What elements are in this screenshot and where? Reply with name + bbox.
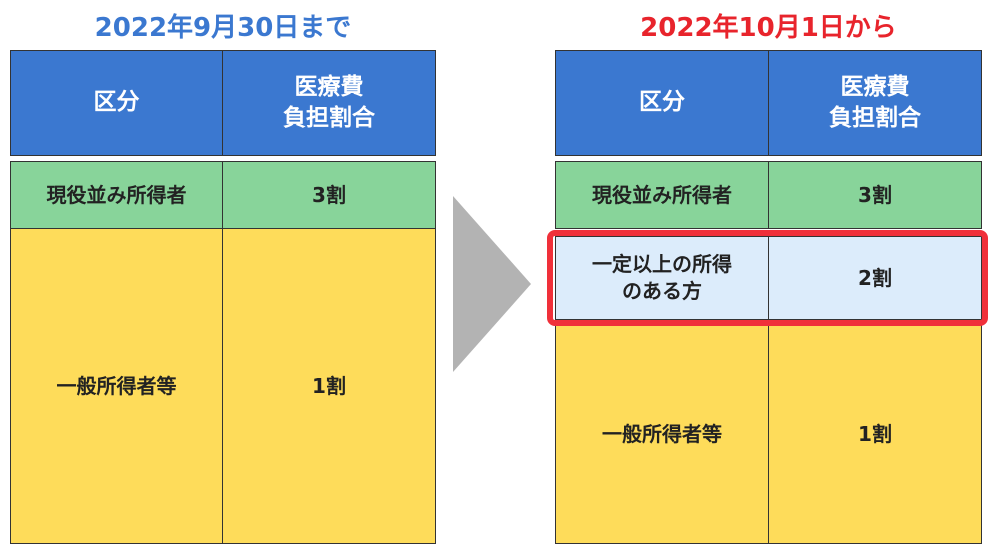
row-label: 現役並み所得者 (592, 182, 732, 207)
table-before: 区分 医療費 負担割合 現役並み所得者 3割 一般所得者等 1割 (10, 50, 436, 544)
row-upper-income-ratio: 2割 (768, 236, 982, 320)
ratio-value: 1割 (858, 421, 892, 446)
ratio-value: 1割 (312, 373, 346, 398)
row-active-income-category: 現役並み所得者 (10, 161, 223, 229)
ratio-value: 2割 (858, 265, 892, 290)
row-active-income-ratio: 3割 (768, 161, 982, 229)
header-category-cell: 区分 (555, 50, 769, 156)
table-after: 区分 医療費 負担割合 現役並み所得者 3割 一定以上の所得 のある方 2割 一… (555, 50, 982, 544)
row-general-ratio: 1割 (222, 228, 436, 544)
title-after: 2022年10月1日から (640, 13, 897, 43)
row-general-category: 一般所得者等 (10, 228, 223, 544)
row-label: 一定以上の所得 のある方 (592, 252, 732, 303)
header-ratio-cell: 医療費 負担割合 (222, 50, 436, 156)
header-ratio-label: 医療費 負担割合 (283, 73, 375, 131)
row-upper-income-category: 一定以上の所得 のある方 (555, 236, 769, 320)
row-label: 一般所得者等 (602, 421, 722, 446)
row-label: 現役並み所得者 (46, 182, 187, 207)
row-active-income-category: 現役並み所得者 (555, 161, 769, 229)
header-category-cell: 区分 (10, 50, 223, 156)
row-general-category: 一般所得者等 (555, 324, 769, 544)
ratio-value: 3割 (312, 182, 346, 207)
row-label: 一般所得者等 (56, 373, 177, 398)
title-before: 2022年9月30日まで (94, 13, 352, 43)
ratio-value: 3割 (858, 182, 892, 207)
header-ratio-label: 医療費 負担割合 (829, 73, 921, 131)
header-ratio-cell: 医療費 負担割合 (768, 50, 982, 156)
row-general-ratio: 1割 (768, 324, 982, 544)
row-active-income-ratio: 3割 (222, 161, 436, 229)
header-category-label: 区分 (93, 89, 140, 116)
arrow-right-icon (453, 196, 531, 372)
header-category-label: 区分 (639, 89, 685, 116)
